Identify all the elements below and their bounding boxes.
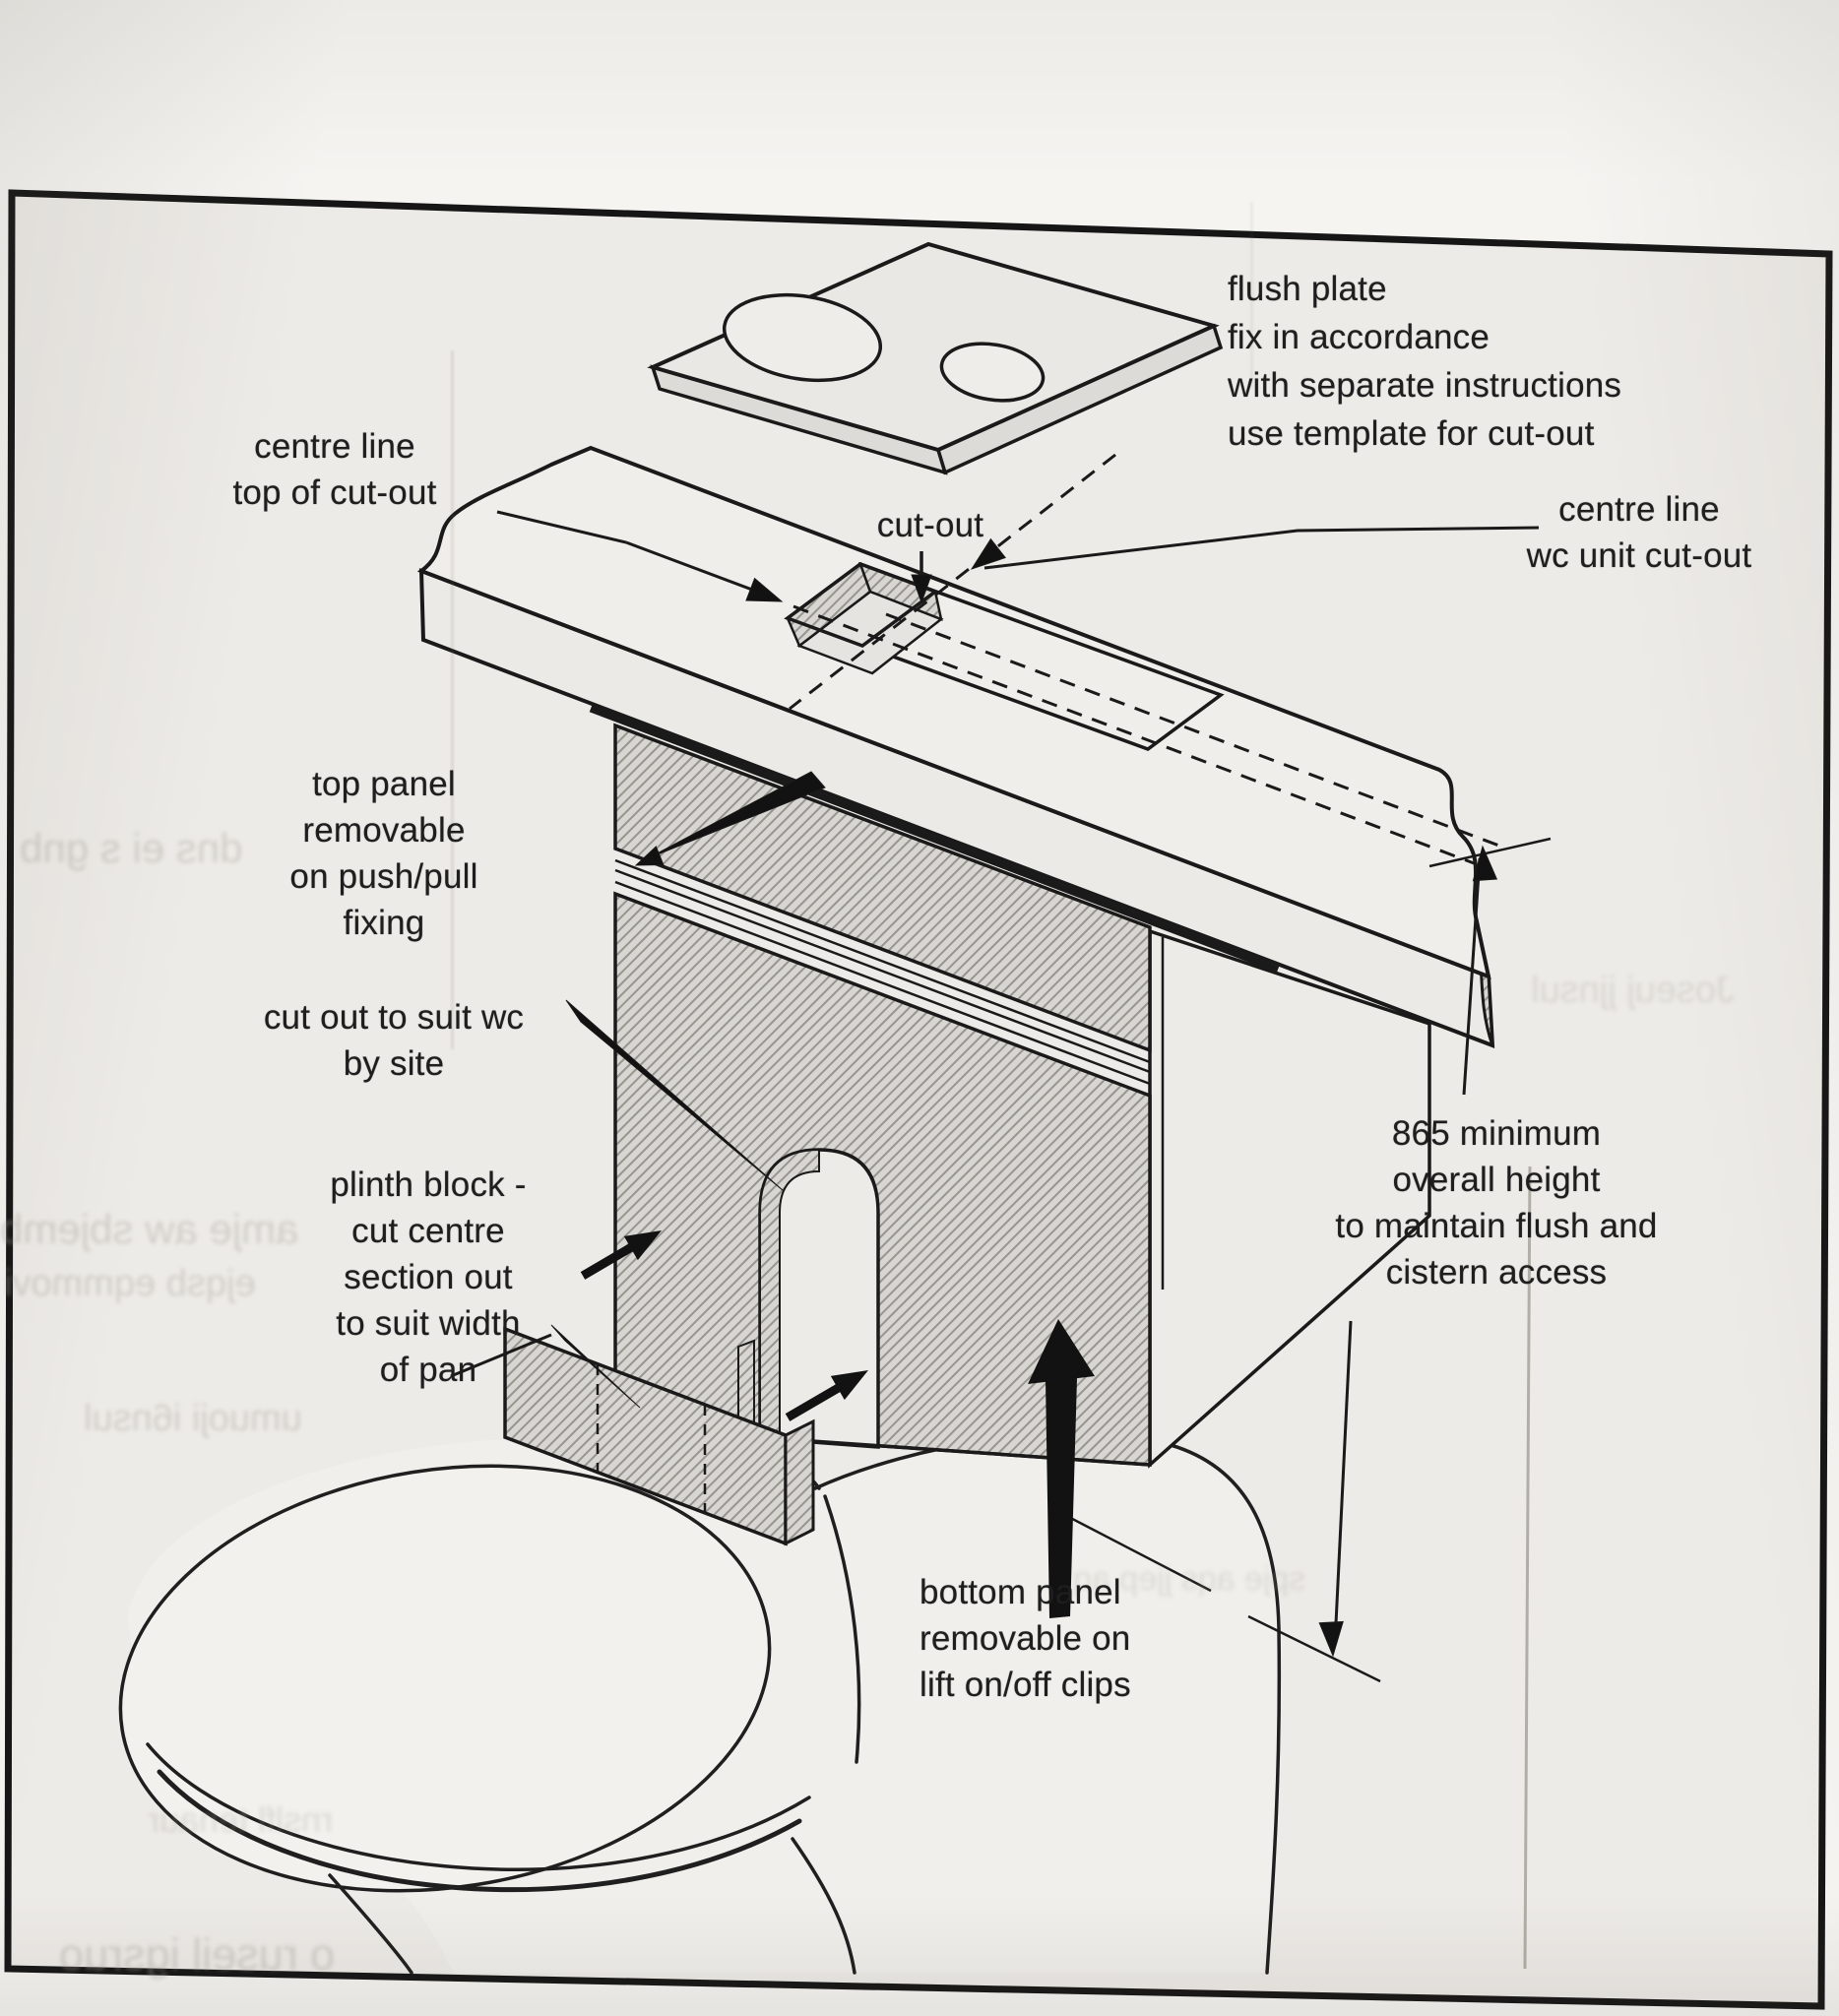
lift-arrow (1028, 1319, 1095, 1618)
worktop (416, 445, 1505, 1048)
plinth-leader (450, 1333, 552, 1378)
slide-arrow (580, 1230, 868, 1421)
leaders (450, 510, 1540, 1409)
worktop-cutout-hole (784, 561, 944, 675)
dimension-line-upper (1462, 857, 1482, 1096)
label-centre-line-wc: centre line wc unit cut-out (1526, 490, 1752, 575)
wc-pan-base-left (328, 1873, 413, 1975)
leader-top-of-cutout (496, 510, 627, 544)
flush-button-small (939, 342, 1046, 403)
dimension-line-lower (1333, 1320, 1353, 1645)
wc-pan-base-right (791, 1837, 856, 1975)
plinth-block (503, 1326, 815, 1546)
wc-pan-back-inner (823, 1494, 861, 1764)
wc-seat-lid (118, 1464, 772, 1893)
plinth-end (784, 1418, 815, 1546)
leader-wc-unit-cutout (983, 526, 1540, 570)
wc-seat-rim (146, 1742, 811, 1871)
push-pull-groove (614, 858, 1151, 1086)
label-cut-out-suit: cut out to suit wc by site (263, 998, 525, 1083)
top-panel-wedge (647, 771, 826, 859)
label-centre-line-top: centre line top of cut-out (232, 427, 437, 512)
label-cut-out: cut-out (876, 506, 984, 544)
crease-line (1523, 1166, 1532, 1970)
cutout-rim (784, 562, 939, 648)
floor-line (1054, 1508, 1212, 1593)
label-top-panel: top panel removable on push/pull fixing (289, 765, 478, 942)
label-bottom-panel: bottom panel removable on lift on/off cl… (920, 1573, 1131, 1704)
label-min-height: 865 minimum overall height to maintain f… (1335, 1114, 1658, 1292)
height-dimension (1247, 837, 1552, 1683)
worktop-shadow (589, 705, 1280, 974)
wc-pan (118, 1431, 1282, 1975)
cutout-label-arrowhead (911, 574, 932, 604)
flush-plate (647, 241, 1224, 475)
label-flush-plate: flush plate fix in accordance with separ… (1228, 270, 1622, 453)
label-plinth-block: plinth block - cut centre section out to… (330, 1166, 527, 1389)
dimension-arrowhead-up (1472, 845, 1498, 882)
top-panel-arrowhead (634, 846, 665, 866)
dimension-arrowhead-down (1318, 1620, 1344, 1658)
dimension-ref-top (1428, 837, 1552, 868)
dimension-ref-bottom (1247, 1614, 1381, 1683)
suit-wc-wedge (565, 999, 785, 1192)
arch-cut-edge-hatch (759, 1148, 820, 1439)
wc-seat-rim-2 (157, 1769, 802, 1893)
centre-dashes (625, 453, 1505, 866)
flush-plate-top (647, 241, 1220, 453)
plinth-wedge (550, 1324, 641, 1409)
flush-button-large (722, 292, 883, 383)
